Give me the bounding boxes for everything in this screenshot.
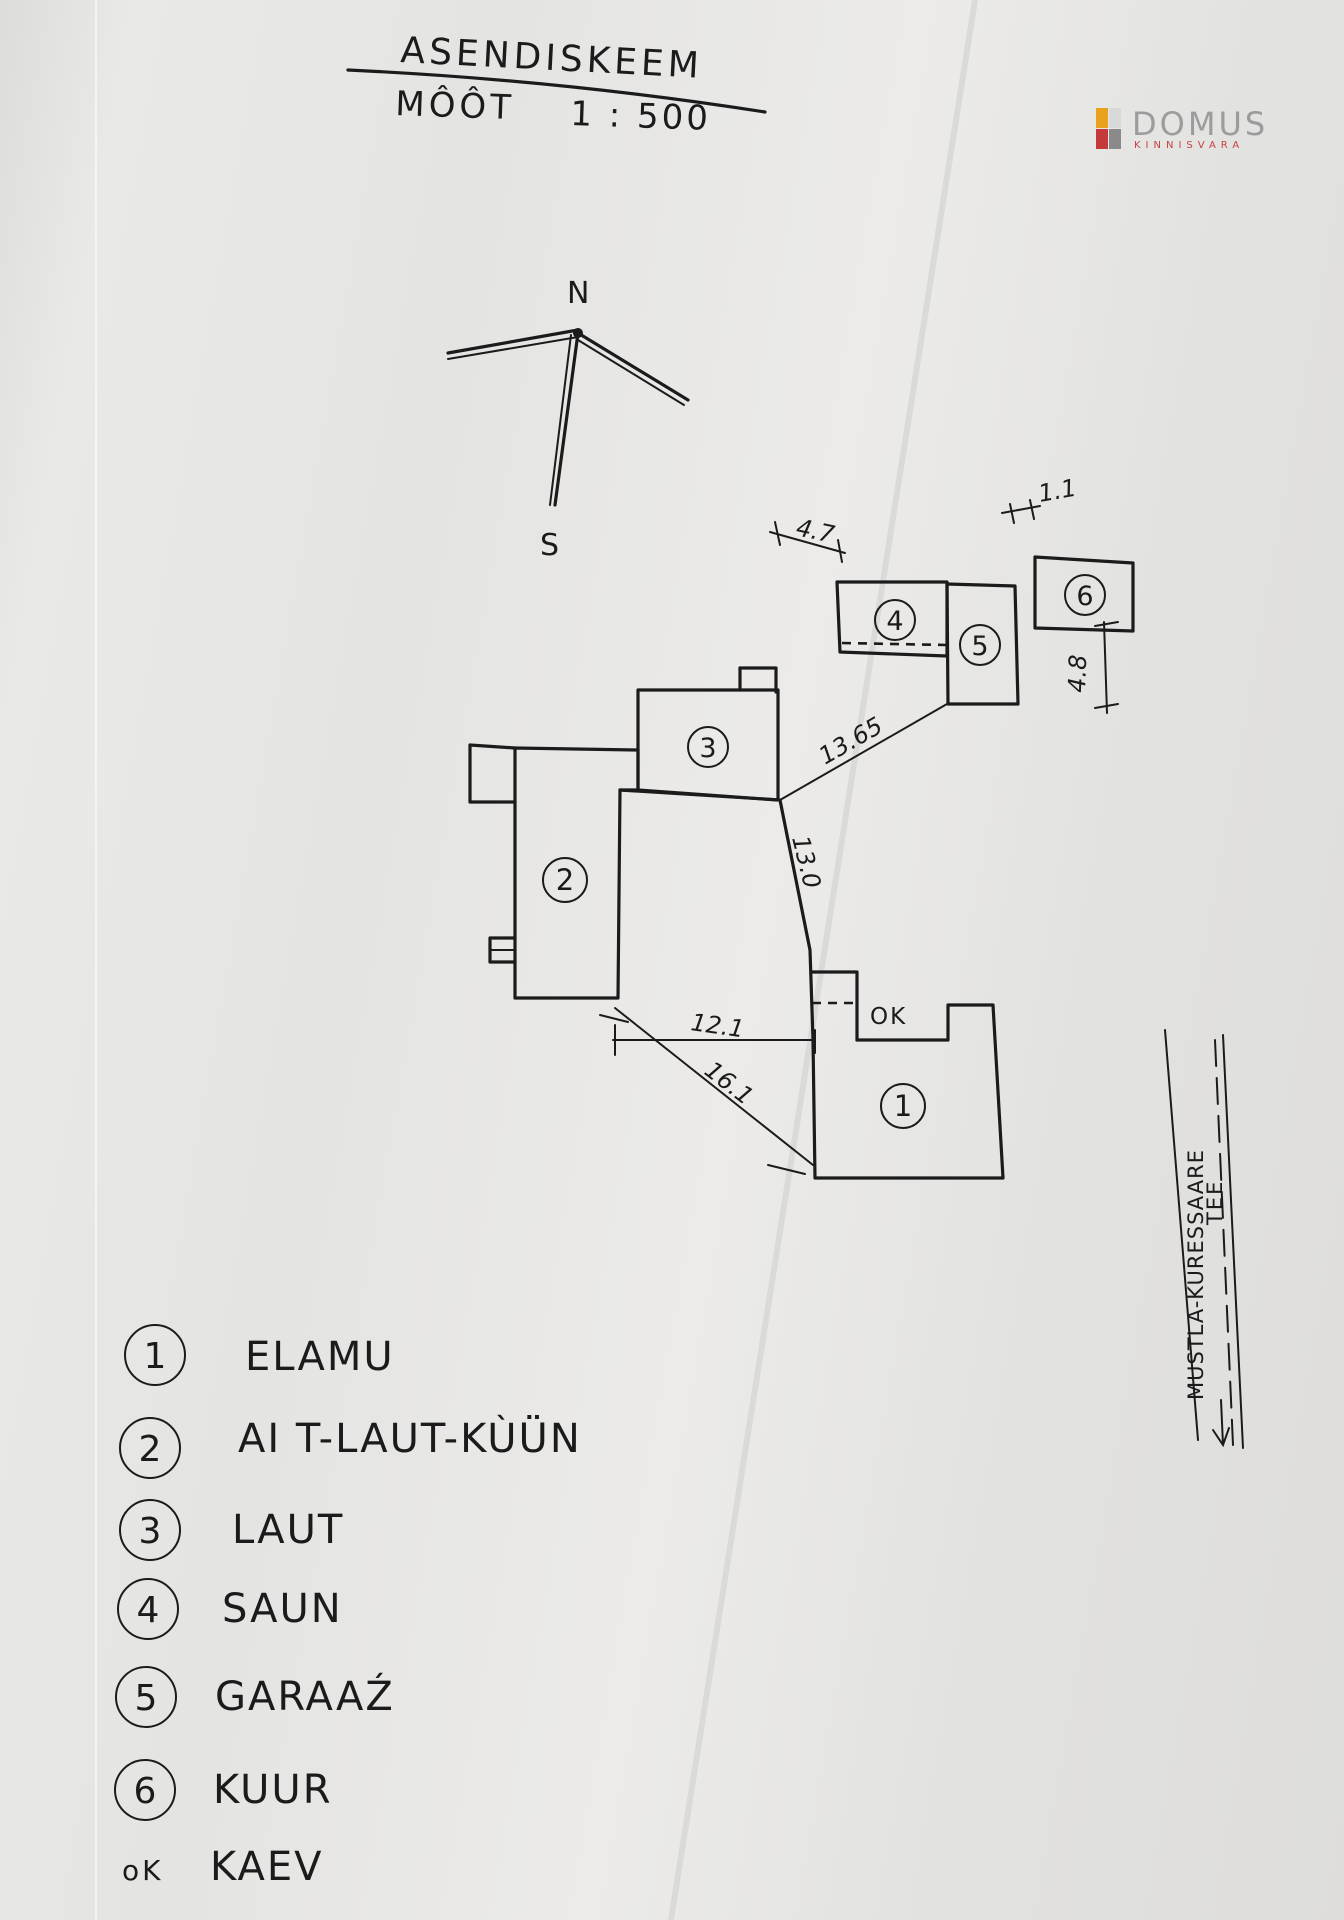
legend-number: 4 [137, 1590, 160, 1631]
building-4-number: 4 [886, 606, 903, 637]
legend-label: KAEV [210, 1844, 324, 1890]
road-name: MUSTLA-KURESSAARE [1184, 1149, 1208, 1400]
building-6-number: 6 [1076, 581, 1093, 612]
dimension-label: 4.8 [1063, 654, 1092, 693]
legend-marker [115, 1666, 177, 1728]
legend-item-2: 2 AI T-LAUT-KÙÜN [119, 1414, 582, 1479]
dimension-label: 4.7 [794, 513, 838, 548]
legend-item-3: 3 LAUT [119, 1499, 344, 1561]
south-label: S [540, 528, 559, 563]
legend-marker [119, 1417, 181, 1479]
road-lines [1164, 1029, 1244, 1449]
legend-item-6: 6 KUUR [114, 1759, 333, 1821]
road-type: TEE [1203, 1180, 1227, 1226]
building-5-outline [945, 582, 1020, 706]
legend-label: KUUR [213, 1767, 333, 1813]
dimension-label: 1.1 [1036, 474, 1078, 508]
dimension-label: 13.65 [814, 712, 888, 771]
building-1-number: 1 [894, 1089, 912, 1123]
legend-number: 2 [139, 1429, 162, 1470]
legend-number: 6 [134, 1771, 157, 1812]
domus-logo-mark-icon [1096, 108, 1122, 150]
legend-label: ELAMU [245, 1334, 395, 1380]
dimension-label: 16.1 [699, 1056, 758, 1111]
dimension-label: 12.1 [689, 1008, 746, 1043]
legend-label: LAUT [232, 1507, 344, 1553]
legend-marker [124, 1324, 186, 1386]
legend-item-1: 1 ELAMU [124, 1324, 395, 1386]
building-4-marker [874, 599, 916, 641]
north-label: N [567, 276, 589, 311]
legend-marker [117, 1578, 179, 1640]
legend-well-abbr: oK [122, 1854, 164, 1887]
courtyard-outline [618, 788, 815, 1042]
legend-label: GARAAŹ [215, 1672, 395, 1720]
dimension-label: 13.0 [786, 833, 826, 892]
dimension-lines [599, 499, 1119, 1175]
legend-item-4: 4 SAUN [117, 1578, 343, 1640]
building-3-marker [687, 726, 729, 768]
scale-value: 1 : 500 [570, 94, 712, 139]
building-1-outline [810, 970, 1005, 1180]
paper-fold-line [95, 0, 97, 1920]
north-arrow-icon [446, 328, 690, 507]
building-2-marker [542, 857, 588, 903]
well-label: OK [870, 1004, 907, 1030]
building-5-marker [959, 624, 1001, 666]
legend-number: 3 [139, 1511, 162, 1552]
building-5-number: 5 [971, 631, 988, 662]
scale-label: MÔÔT [395, 83, 516, 128]
building-3-number: 3 [699, 733, 716, 764]
domus-logo-subtitle: KINNISVARA [1134, 140, 1245, 151]
building-2-outline [468, 743, 640, 1000]
domus-logo-wordmark: DOMUS [1132, 105, 1269, 143]
legend-marker [114, 1759, 176, 1821]
legend-label: AI T-LAUT-KÙÜN [238, 1414, 582, 1462]
legend-item-well: oK KAEV [122, 1844, 324, 1890]
legend: 1 ELAMU 2 AI T-LAUT-KÙÜN 3 LAUT 4 SAUN 5… [114, 1324, 582, 1890]
legend-label: SAUN [222, 1586, 343, 1632]
building-1-marker [880, 1083, 926, 1129]
building-6-marker [1064, 574, 1106, 616]
title-underline [346, 68, 767, 114]
domus-logo: DOMUS KINNISVARA [1096, 106, 1296, 156]
legend-marker [119, 1499, 181, 1561]
building-6-outline [1033, 555, 1135, 633]
plan-title: ASENDISKEEM [400, 30, 704, 87]
legend-number: 5 [135, 1678, 158, 1719]
legend-number: 1 [144, 1336, 167, 1377]
legend-item-5: 5 GARAAŹ [115, 1666, 395, 1728]
building-2-number: 2 [556, 863, 574, 897]
